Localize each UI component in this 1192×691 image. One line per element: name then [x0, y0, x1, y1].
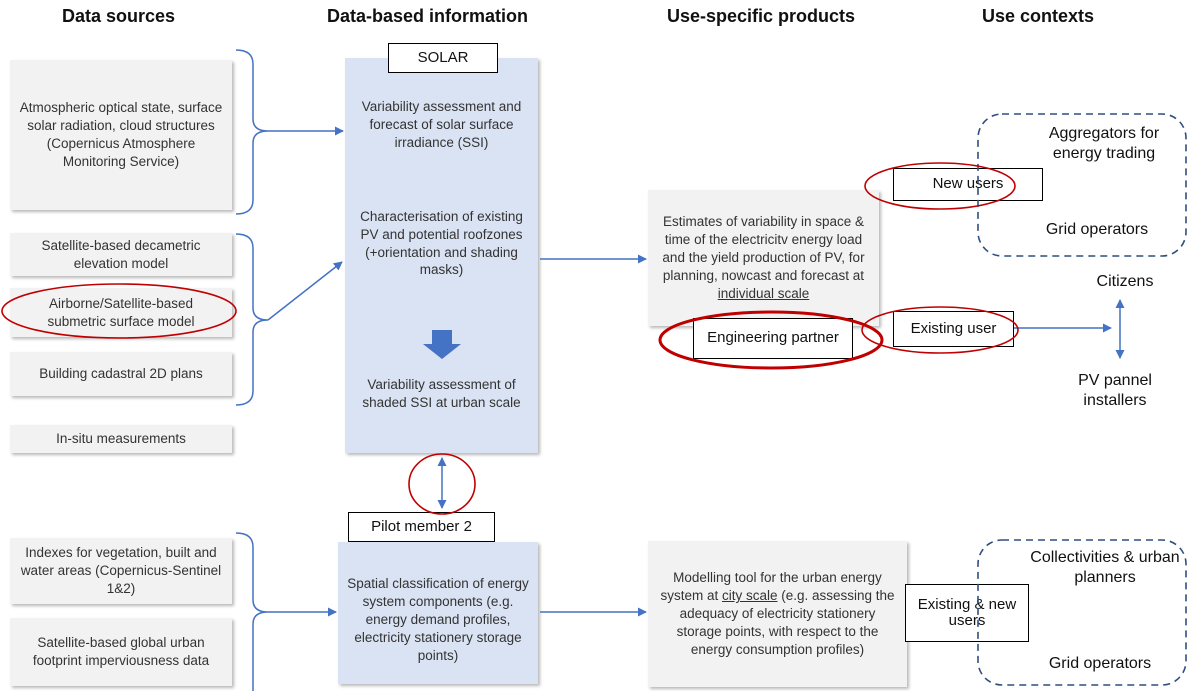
product-top-text: Estimates of variability in space & time…: [662, 214, 865, 283]
context-grid-operators-top: Grid operators: [1045, 221, 1149, 238]
header-use-specific-products: Use-specific products: [667, 6, 856, 26]
context-citizens: Citizens: [1096, 273, 1154, 290]
product-bottom-text: Modelling tool for the urban energy syst…: [660, 570, 882, 604]
engineering-partner-tag: Engineering partner: [693, 318, 853, 359]
header-data-sources: Data sources: [62, 6, 176, 26]
new-users-tag: New users: [893, 168, 1043, 201]
solar-text-ssi-forecast: Variability assessment and forecast of s…: [361, 99, 522, 150]
highlight-new-users: [864, 162, 1016, 210]
source-building-cadastral-plans: Building cadastral 2D plans: [10, 352, 232, 396]
existing-new-users-tag: Existing & new users: [905, 584, 1029, 642]
solar-tag: SOLAR: [388, 43, 498, 73]
pilot-member-tag: Pilot member 2: [348, 512, 495, 542]
context-pv-installers: PV pannel installers: [1078, 372, 1152, 409]
highlight-bidirectional-arrow: [408, 453, 476, 515]
context-collectivities: Collectivities & urban planners: [1030, 549, 1180, 586]
bracket-geometry: [235, 233, 269, 406]
source-indexes-vegetation: Indexes for vegetation, built and water …: [10, 538, 232, 604]
solar-text-pv-characterisation: Characterisation of existing PV and pote…: [360, 209, 523, 278]
source-in-situ-measurements: In-situ measurements: [10, 425, 232, 453]
product-bottom-text-post: (e.g. assessing the adequacy of electric…: [676, 588, 895, 657]
header-data-based-information: Data-based information: [327, 6, 529, 26]
bracket-bottom: [235, 532, 269, 691]
solar-text-shaded-ssi: Variability assessment of shaded SSI at …: [362, 377, 521, 410]
source-submetric-surface-model: Airborne/Satellite-based submetric surfa…: [10, 288, 232, 337]
context-grid-operators-bottom: Grid operators: [1048, 655, 1152, 672]
product-individual-scale-estimates: Estimates of variability in space & time…: [648, 190, 879, 326]
arrow-geometry-to-solar: [267, 261, 343, 321]
pilot-block: Spatial classification of energy system …: [338, 542, 538, 684]
solar-block: Variability assessment and forecast of s…: [345, 58, 538, 453]
dashed-region-top: [977, 113, 1187, 257]
context-aggregators: Aggregators for energy trading: [1048, 125, 1160, 162]
highlight-existing-user: [861, 306, 1019, 354]
product-bottom-underline: city scale: [721, 588, 778, 604]
highlight-engineering-partner: [658, 310, 884, 370]
highlight-submetric-model: [1, 283, 237, 339]
product-city-scale-modelling: Modelling tool for the urban energy syst…: [648, 541, 907, 687]
source-atmospheric-optical-state: Atmospheric optical state, surface solar…: [10, 60, 232, 210]
existing-user-tag: Existing user: [893, 311, 1014, 347]
bracket-atmospheric: [235, 49, 269, 215]
source-urban-footprint: Satellite-based global urban footprint i…: [10, 618, 232, 686]
down-arrow-icon: [423, 330, 461, 359]
dashed-region-bottom: [977, 539, 1187, 686]
header-use-contexts: Use contexts: [982, 6, 1095, 26]
source-decametric-elevation-model: Satellite-based decametric elevation mod…: [10, 233, 232, 276]
product-top-underline: individual scale: [717, 285, 810, 301]
